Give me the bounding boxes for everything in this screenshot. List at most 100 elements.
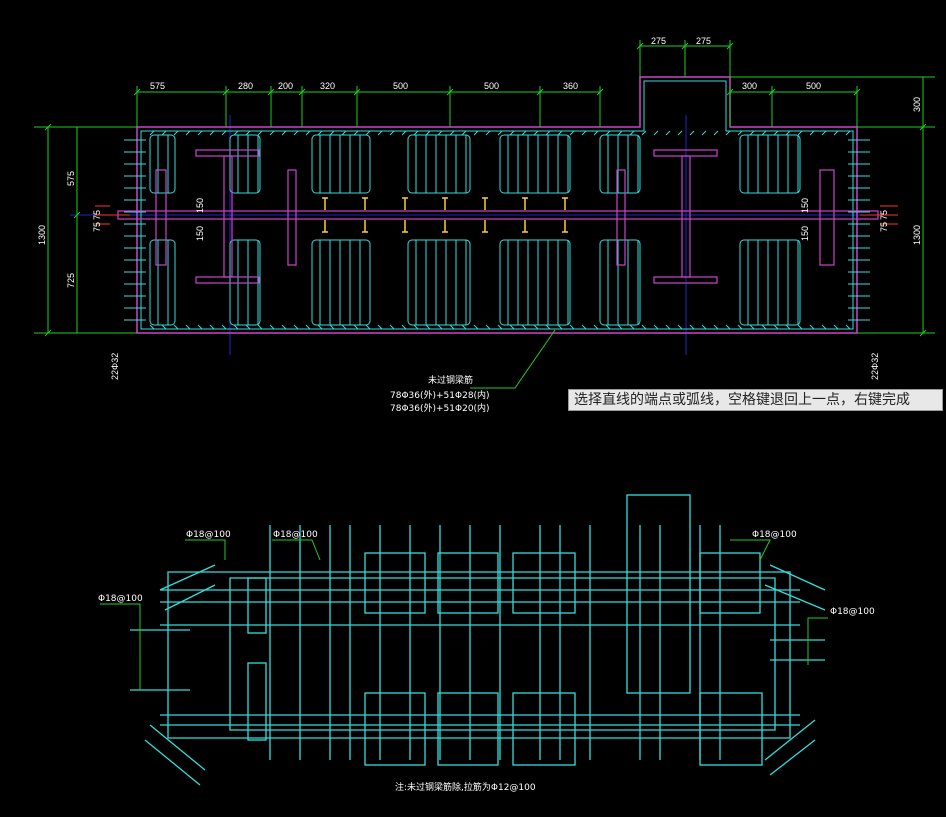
perimeter-bar-bottom bbox=[641, 324, 647, 330]
perimeter-bar-bottom bbox=[461, 324, 467, 330]
perimeter-bar-bottom bbox=[293, 324, 299, 330]
stiffener-plate-right bbox=[616, 169, 626, 266]
perimeter-bar-top bbox=[785, 130, 791, 136]
perimeter-bar-bottom bbox=[677, 324, 683, 330]
perimeter-bar-bottom bbox=[197, 324, 203, 330]
perimeter-bar-bottom bbox=[401, 324, 407, 330]
perimeter-bar-bottom bbox=[473, 324, 479, 330]
perimeter-bar-bottom bbox=[533, 324, 539, 330]
perimeter-bar-top bbox=[761, 130, 767, 136]
perimeter-bar-top bbox=[389, 130, 395, 136]
detail-stirrup-box bbox=[364, 552, 426, 614]
top-dimension-texts: 575 280 200 320 500 500 360 300 500 275 … bbox=[150, 36, 821, 91]
side-bar-left-label: 22Φ32 bbox=[110, 353, 120, 380]
stirrup-detail-bottom: Φ18@100 Φ18@100 Φ18@100 Φ18@100 Φ18@100 … bbox=[98, 494, 875, 793]
dim-1300-right: 1300 bbox=[912, 225, 922, 245]
label-phi18-3: Φ18@100 bbox=[752, 530, 797, 540]
perimeter-bar-top bbox=[797, 130, 803, 136]
label-phi18-1: Φ18@100 bbox=[186, 530, 231, 540]
perimeter-bar-bottom bbox=[353, 324, 359, 330]
perimeter-bar-bottom bbox=[281, 324, 287, 330]
detail-hook bbox=[149, 724, 206, 771]
upper-stirrup bbox=[599, 134, 641, 194]
perimeter-rebar-group bbox=[124, 130, 870, 330]
upper-stirrup bbox=[311, 134, 371, 194]
perimeter-bar-bottom bbox=[593, 324, 599, 330]
perimeter-bar-top bbox=[641, 130, 647, 136]
detail-tall-box-upper bbox=[247, 577, 267, 634]
perimeter-bar-top bbox=[593, 130, 599, 136]
dim-500b: 500 bbox=[484, 81, 499, 91]
detail-labels: Φ18@100 Φ18@100 Φ18@100 Φ18@100 Φ18@100 … bbox=[98, 530, 875, 793]
label-phi18-4: Φ18@100 bbox=[98, 594, 143, 604]
perimeter-bar-top bbox=[341, 130, 347, 136]
perimeter-bar-top bbox=[257, 130, 263, 136]
perimeter-bar-top bbox=[725, 130, 731, 136]
perimeter-bar-top bbox=[281, 130, 287, 136]
perimeter-bar-top bbox=[317, 130, 323, 136]
side-bar-right-label: 22Φ32 bbox=[870, 353, 880, 380]
lower-stirrup bbox=[311, 239, 371, 326]
inner-stirrup-detail bbox=[229, 577, 776, 731]
perimeter-bar-bottom bbox=[773, 324, 779, 330]
perimeter-bar-bottom bbox=[269, 324, 275, 330]
shear-stud-group bbox=[322, 197, 568, 233]
perimeter-bar-top bbox=[521, 130, 527, 136]
callout-title: 未过钢梁筋 bbox=[428, 374, 473, 386]
perimeter-bar-bottom bbox=[377, 324, 383, 330]
perimeter-bar-bottom bbox=[617, 324, 623, 330]
detail-hook bbox=[769, 564, 826, 591]
dim-1300-left: 1300 bbox=[37, 225, 47, 245]
outer-stirrup bbox=[140, 80, 854, 330]
perimeter-bar-bottom bbox=[449, 324, 455, 330]
dim-150-web-right-a: 150 bbox=[800, 198, 810, 213]
perimeter-bar-bottom bbox=[701, 324, 707, 330]
perimeter-bar-top bbox=[545, 130, 551, 136]
perimeter-bar-top bbox=[401, 130, 407, 136]
dim-tick-right bbox=[919, 329, 927, 337]
outer-stirrup-detail bbox=[167, 571, 791, 739]
perimeter-bar-top bbox=[425, 130, 431, 136]
perimeter-bar-bottom bbox=[749, 324, 755, 330]
perimeter-bar-bottom bbox=[149, 324, 155, 330]
perimeter-bar-bottom bbox=[509, 324, 515, 330]
perimeter-bar-top bbox=[473, 130, 479, 136]
dim-tick-left bbox=[44, 123, 52, 131]
detail-hook bbox=[764, 584, 826, 611]
perimeter-bar-top bbox=[245, 130, 251, 136]
perimeter-bar-bottom bbox=[581, 324, 587, 330]
perimeter-bar-top bbox=[437, 130, 443, 136]
detail-hook bbox=[764, 719, 816, 761]
dim-150-web-left-b: 150 bbox=[195, 226, 205, 241]
side-dimension-texts: 1300 575 725 1300 300 75 75 75 75 150 15… bbox=[37, 97, 922, 380]
dim-275a: 275 bbox=[651, 36, 666, 46]
end-plate-left bbox=[155, 169, 167, 266]
dim-280: 280 bbox=[238, 81, 253, 91]
perimeter-bar-bottom bbox=[761, 324, 767, 330]
detail-stirrup-box bbox=[699, 692, 763, 766]
lower-stirrup bbox=[739, 239, 801, 326]
detail-leaders bbox=[100, 539, 828, 690]
perimeter-bar-bottom bbox=[797, 324, 803, 330]
perimeter-bar-bottom bbox=[221, 324, 227, 330]
perimeter-bar-bottom bbox=[557, 324, 563, 330]
detail-hook bbox=[164, 584, 216, 611]
perimeter-bar-top bbox=[209, 130, 215, 136]
dim-725-left: 725 bbox=[66, 273, 76, 288]
perimeter-bar-bottom bbox=[545, 324, 551, 330]
perimeter-bar-top bbox=[569, 130, 575, 136]
detail-box-group bbox=[247, 552, 763, 766]
perimeter-bar-bottom bbox=[305, 324, 311, 330]
perimeter-bar-bottom bbox=[257, 324, 263, 330]
column-section-top: 575 280 200 320 500 500 360 300 500 275 … bbox=[34, 36, 935, 414]
perimeter-bar-bottom bbox=[485, 324, 491, 330]
perimeter-bar-top bbox=[737, 130, 743, 136]
perimeter-bar-top bbox=[269, 130, 275, 136]
perimeter-bar-top bbox=[509, 130, 515, 136]
upper-stirrup bbox=[499, 134, 571, 194]
dim-75-left-b: 75 bbox=[92, 222, 102, 232]
perimeter-bar-top bbox=[701, 130, 707, 136]
upper-stirrup-group bbox=[149, 134, 801, 194]
perimeter-bar-bottom bbox=[725, 324, 731, 330]
